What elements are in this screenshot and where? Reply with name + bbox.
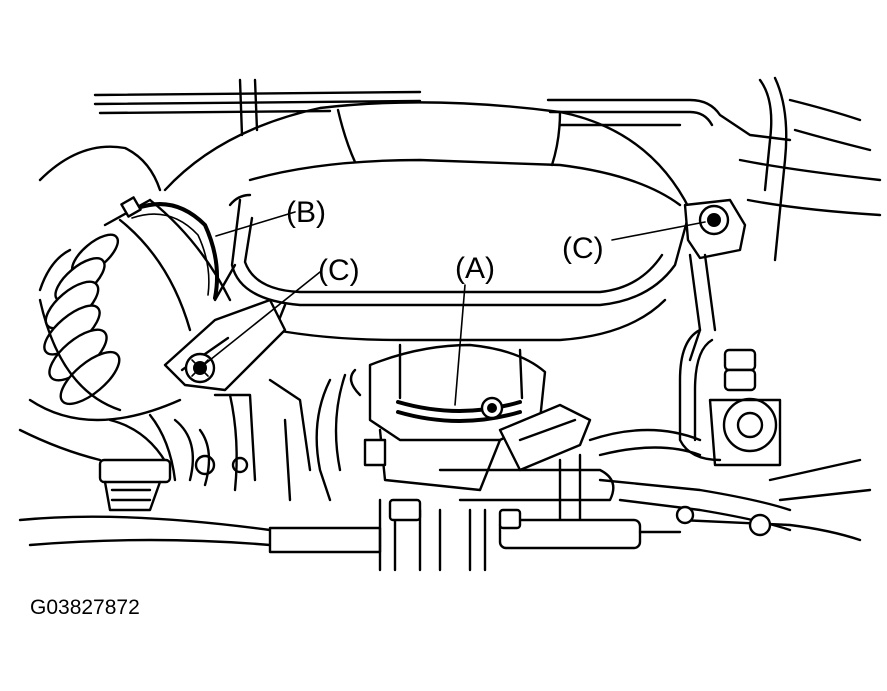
air-intake-duct: [163, 101, 692, 342]
background-lines: [93, 76, 882, 262]
throttle-body: [315, 343, 547, 502]
fuel-rail: [268, 498, 695, 572]
clamp-b: [120, 196, 219, 300]
callout-c-left: (C): [318, 254, 360, 287]
right-components: [438, 328, 872, 542]
figure-id: G03827872: [30, 596, 140, 619]
lower-left-components: [18, 378, 312, 547]
leader-lines: [199, 211, 706, 406]
callout-a: (A): [455, 252, 495, 285]
callout-c-right: (C): [562, 232, 604, 265]
bellows-duct: [28, 145, 232, 422]
right-bracket: [683, 198, 747, 362]
callout-b: (B): [286, 196, 326, 229]
